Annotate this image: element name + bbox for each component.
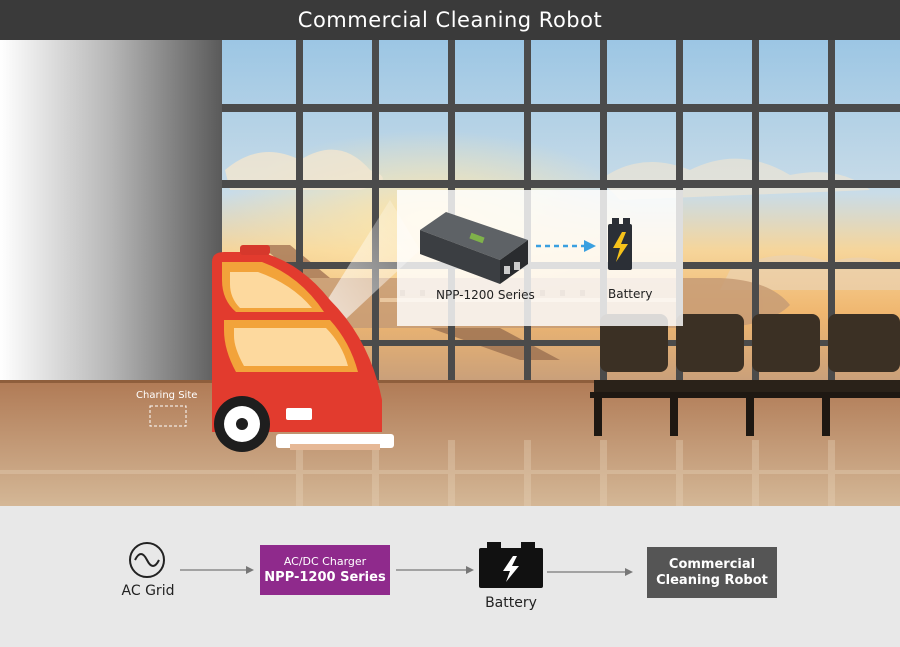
ac-grid-label: AC Grid: [121, 583, 175, 599]
page-title: Commercial Cleaning Robot: [297, 8, 603, 32]
charger-main-label: NPP-1200 Series: [264, 570, 386, 585]
charger-sub-label: AC/DC Charger: [283, 555, 367, 568]
left-wall: [0, 40, 222, 440]
waiting-seats: [590, 314, 900, 436]
scene-illustration: [0, 40, 900, 506]
airport-scene: Charing Site NPP-1200 Series Battery: [0, 40, 900, 506]
battery-label: Battery: [485, 595, 537, 611]
callout-charger-label: NPP-1200 Series: [436, 288, 535, 302]
robot-box-line2: Cleaning Robot: [656, 572, 768, 588]
floor-reflections: [0, 440, 900, 506]
battery-icon: [479, 542, 543, 588]
callout-battery-icon: [608, 218, 632, 270]
robot-box-line1: Commercial: [668, 556, 756, 572]
cleaning-robot: [212, 245, 394, 452]
robot-box: Commercial Cleaning Robot: [647, 547, 777, 598]
ac-grid-icon: [129, 542, 165, 578]
callout-battery-label: Battery: [608, 287, 653, 301]
charging-site-marker: [149, 405, 187, 427]
charging-site-label: Charing Site: [136, 390, 198, 401]
charger-box: AC/DC Charger NPP-1200 Series: [260, 545, 390, 595]
cloud: [600, 158, 870, 200]
title-bar: Commercial Cleaning Robot: [0, 0, 900, 40]
flow-arrow-grid-to-charger: [180, 566, 254, 574]
charger-device: [420, 212, 528, 284]
cloud: [225, 149, 383, 190]
flow-arrow-charger-to-battery: [396, 566, 474, 574]
flow-arrow-battery-to-robot: [547, 568, 633, 576]
